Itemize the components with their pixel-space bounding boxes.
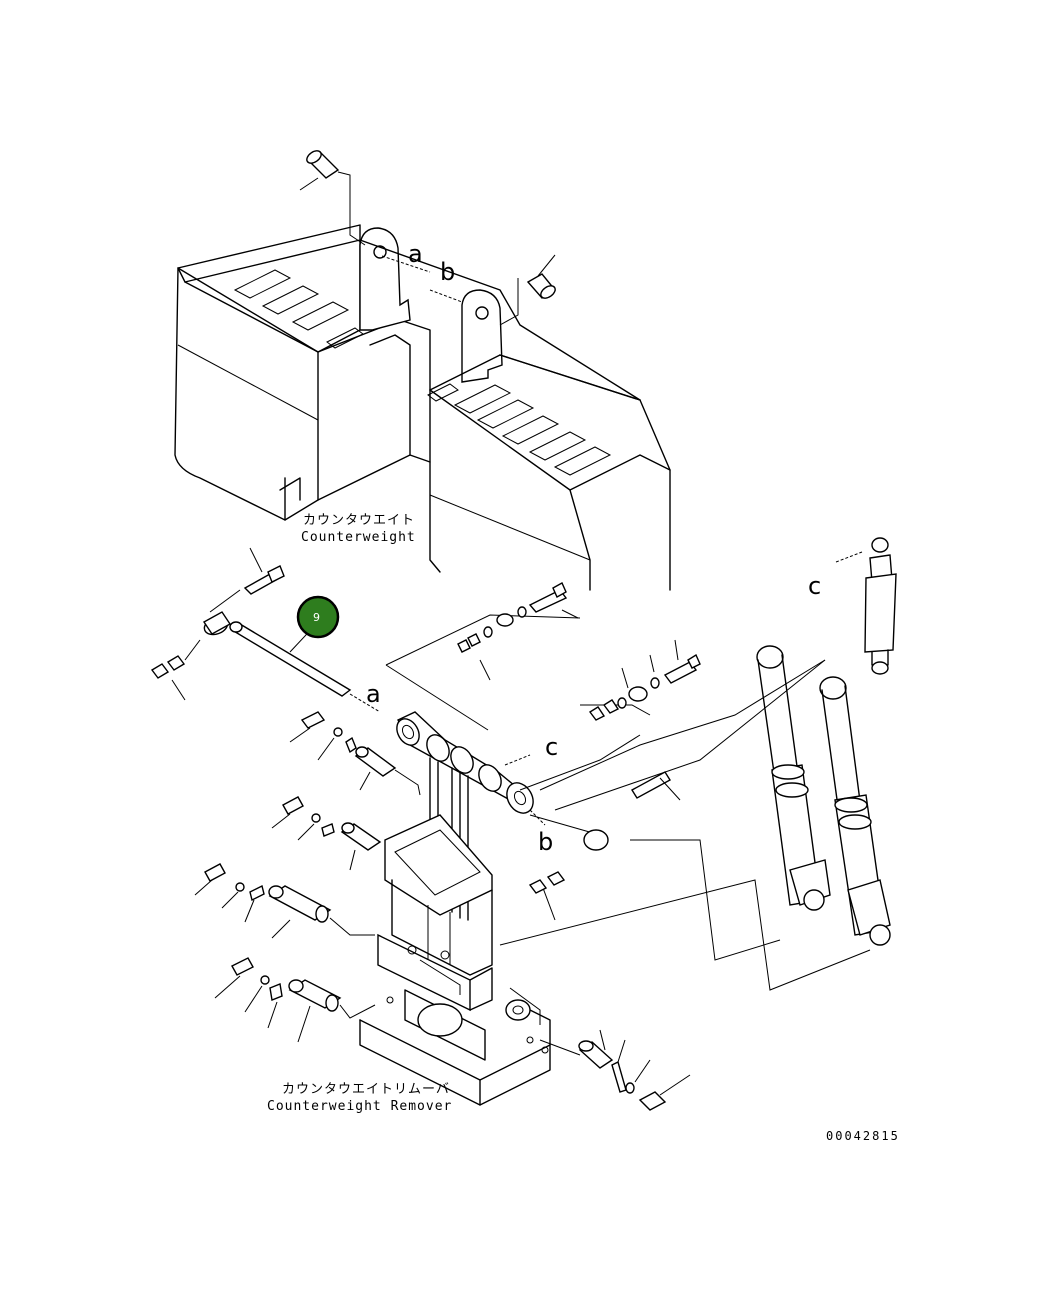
left-pin-series bbox=[194, 711, 421, 1043]
remover-label-en: Counterweight Remover bbox=[267, 1099, 452, 1114]
cylinder-leaders bbox=[499, 659, 871, 991]
ref-letter-c-mid: c bbox=[545, 733, 558, 761]
badge-number: 9 bbox=[313, 611, 320, 624]
ref-letter-c-right: c bbox=[808, 572, 821, 600]
drawing-code: 00042815 bbox=[826, 1129, 900, 1143]
ref-letter-b-mid: b bbox=[538, 828, 553, 856]
ref-letter-b-top: b bbox=[440, 258, 455, 286]
ref-letter-a-mid: a bbox=[366, 680, 381, 708]
center-hardware bbox=[385, 582, 701, 731]
remover-base: カウンタウエイトリムーバ Counterweight Remover bbox=[267, 814, 691, 1114]
left-hardware: a bbox=[150, 547, 381, 713]
hydraulic-cylinders: c bbox=[756, 537, 897, 946]
counterweight-assembly: a b カウンタウエイト Counterweight bbox=[174, 150, 671, 591]
remover-label-jp: カウンタウエイトリムーバ bbox=[282, 1082, 450, 1097]
counterweight-label-en: Counterweight bbox=[301, 530, 416, 545]
highlight-badge[interactable]: 9 bbox=[296, 595, 340, 639]
link-assembly: c b bbox=[396, 711, 641, 921]
ref-letter-a-top: a bbox=[408, 240, 423, 268]
counterweight-label-jp: カウンタウエイト bbox=[303, 513, 415, 528]
